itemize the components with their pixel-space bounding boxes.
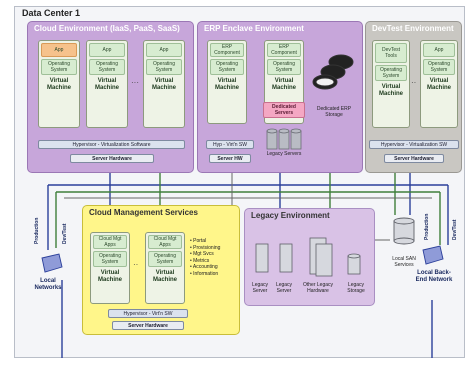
cloud-vm-3: App Operating System Virtual Machine [143, 40, 185, 128]
service-item: • Information [190, 270, 219, 277]
vm-label: Virtual Machine [151, 78, 176, 91]
vm-label: Virtual Machine [94, 78, 119, 91]
os-tile: Operating System [41, 59, 77, 75]
app-tile: App [89, 43, 125, 57]
cloud-vm-2: App Operating System Virtual Machine [86, 40, 128, 128]
service-item: • Accounting [190, 264, 218, 271]
devtest-vm-1: DevTest Tools Operating System Virtual M… [372, 40, 410, 128]
os-tile: Operating System [375, 65, 407, 81]
cloud-hypervisor: Hypervisor - Virtualization Software [38, 140, 185, 149]
os-tile: Operating System [423, 59, 455, 75]
san-label: Local SAN Services [392, 256, 416, 268]
legacy-server-cylinders-icon [266, 128, 302, 150]
cloud-vm-1: App Operating System Virtual Machine [38, 40, 80, 128]
vm-label: Virtual Machine [152, 270, 177, 283]
app-tile: Cloud Mgt Apps [93, 235, 127, 249]
os-tile: Operating System [146, 59, 182, 75]
ellipsis-icon: ·· [411, 78, 417, 87]
erp-storage-label: Dedicated ERP Storage [316, 106, 352, 118]
devtest-environment-title: DevTest Environment [372, 24, 454, 33]
vm-label: Virtual Machine [271, 78, 296, 91]
ellipsis-icon: ··· [131, 78, 139, 87]
mgmt-server-hardware: Server Hardware [112, 321, 184, 330]
left-network-tag: Dev/Test [62, 223, 68, 244]
right-network-label: Local Back-End Network [415, 270, 453, 283]
devtest-vm-2: App Operating System Virtual Machine [420, 40, 458, 128]
app-tile: Cloud Mgt Apps [148, 235, 182, 249]
right-router-icon [422, 245, 444, 265]
legacy-servers-label: Legacy Servers [266, 151, 302, 157]
mgmt-title: Cloud Management Services [89, 208, 198, 217]
service-item: • Portal [190, 238, 207, 244]
legacy-item-label: Other Legacy Hardware [302, 282, 334, 294]
erp-hypervisor: Hyp - Virt'n SW [206, 140, 254, 149]
devtest-hypervisor: Hypervisor - Virtualization SW [369, 140, 459, 149]
app-tile: DevTest Tools [375, 43, 407, 63]
ellipsis-icon: ·· [133, 260, 139, 269]
mgmt-vm-1: Cloud Mgt Apps Operating System Virtual … [90, 232, 130, 304]
os-tile: Operating System [89, 59, 125, 75]
app-tile: App [423, 43, 455, 57]
app-tile: ERP Component [210, 43, 244, 57]
right-network-tag: Production [424, 213, 430, 240]
right-network-tag: Dev/Test [452, 219, 458, 240]
app-tile: App [146, 43, 182, 57]
legacy-environment-title: Legacy Environment [251, 211, 330, 220]
os-tile: Operating System [148, 251, 182, 267]
cloud-server-hardware: Server Hardware [70, 154, 154, 163]
devtest-server-hardware: Server Hardware [384, 154, 444, 163]
left-network-tag: Production [34, 217, 40, 244]
dedicated-servers: Dedicated Servers [263, 102, 305, 118]
vm-label: Virtual Machine [378, 84, 403, 97]
service-item: • Mgt Svcs [190, 251, 214, 258]
legacy-item-label: Legacy Server [275, 282, 293, 294]
vm-label: Virtual Machine [214, 78, 239, 91]
cloud-environment-title: Cloud Environment (IaaS, PaaS, SaaS) [34, 24, 180, 33]
mgmt-services-list: • Portal • Provisioning • Mgt Svcs • Met… [190, 238, 238, 278]
mgmt-vm-2: Cloud Mgt Apps Operating System Virtual … [145, 232, 185, 304]
app-tile: ERP Component [267, 43, 301, 57]
service-item: • Provisioning [190, 244, 221, 251]
vm-label: Virtual Machine [97, 270, 122, 283]
legacy-hardware-icons [255, 237, 361, 277]
erp-server-hardware: Server HW [209, 154, 251, 163]
mgmt-hypervisor: Hypervisor - Virt'n SW [108, 309, 188, 318]
data-center-title: Data Center 1 [22, 8, 81, 18]
storage-disks-icon [312, 54, 354, 90]
app-tile: App [41, 43, 77, 57]
vm-label: Virtual Machine [46, 78, 71, 91]
os-tile: Operating System [267, 59, 301, 75]
erp-vm-1: ERP Component Operating System Virtual M… [207, 40, 247, 124]
san-storage-icon [393, 217, 415, 245]
legacy-item-label: Legacy Server [251, 282, 269, 294]
service-item: • Metrics [190, 257, 210, 264]
erp-environment-title: ERP Enclave Environment [204, 24, 304, 33]
legacy-item-label: Legacy Storage [347, 282, 365, 294]
os-tile: Operating System [210, 59, 244, 75]
left-network-label: Local Networks [34, 278, 62, 291]
vm-label: Virtual Machine [426, 78, 451, 91]
left-router-icon [41, 253, 63, 273]
os-tile: Operating System [93, 251, 127, 267]
